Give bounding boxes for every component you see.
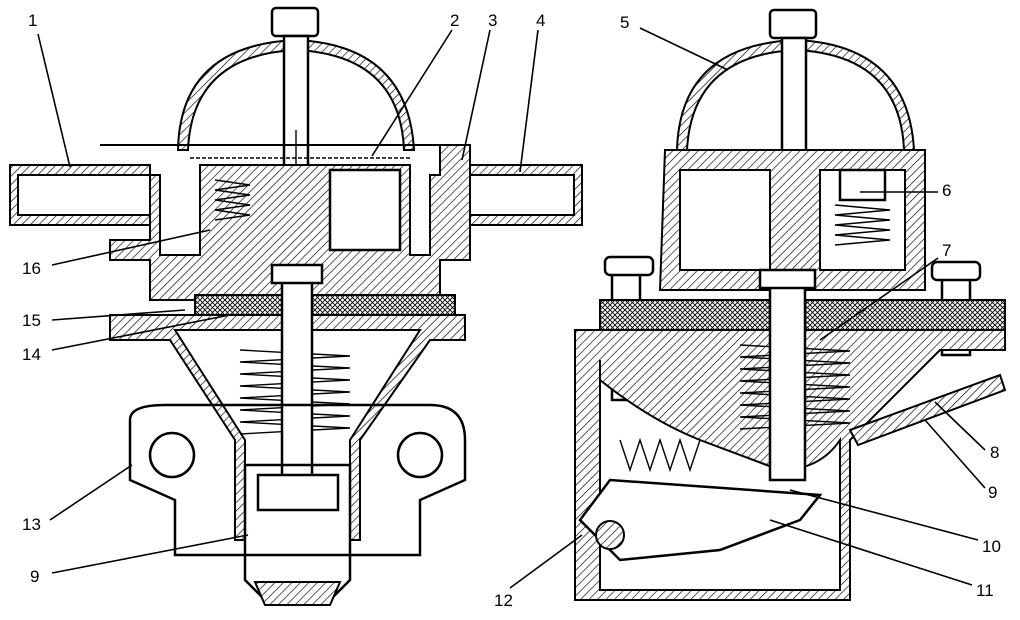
label-11: 11 — [976, 581, 994, 600]
label-7: 7 — [942, 241, 951, 260]
right-rocker-lever — [578, 478, 823, 562]
left-lower-housing — [109, 314, 466, 541]
left-mount-hole-2 — [396, 431, 444, 479]
left-diaphragm — [194, 294, 456, 318]
right-lever-spring — [619, 437, 701, 473]
right-pump-section — [574, 8, 1007, 601]
label-9-left: 9 — [30, 567, 39, 586]
label-9-right: 9 — [988, 483, 997, 502]
label-5: 5 — [620, 13, 629, 32]
left-pull-rod — [280, 273, 314, 487]
left-bolt-head — [270, 6, 320, 38]
left-mount-hole-1 — [148, 431, 196, 479]
label-12: 12 — [494, 591, 513, 610]
label-8: 8 — [990, 443, 999, 462]
left-inlet-pipe — [9, 164, 151, 226]
right-pivot-pin — [595, 520, 625, 550]
left-pump-section — [9, 6, 583, 606]
label-16: 16 — [22, 259, 41, 278]
label-3: 3 — [488, 11, 497, 30]
left-valve-spring — [214, 179, 251, 221]
leader-lines — [37, 27, 986, 589]
right-pull-rod — [768, 278, 807, 482]
label-2: 2 — [450, 11, 459, 30]
label-10: 10 — [982, 537, 1001, 556]
right-priming-lever — [848, 373, 1007, 447]
label-13: 13 — [22, 515, 41, 534]
left-dome-cover — [176, 38, 416, 151]
right-bolt-head — [768, 8, 818, 40]
label-6: 6 — [942, 181, 951, 200]
label-1: 1 — [28, 11, 37, 30]
left-main-spring — [239, 349, 351, 435]
label-15: 15 — [22, 311, 41, 330]
left-lever-housing — [128, 403, 467, 557]
label-14: 14 — [22, 345, 41, 364]
right-valve-spring — [834, 204, 891, 246]
label-4: 4 — [536, 11, 545, 30]
